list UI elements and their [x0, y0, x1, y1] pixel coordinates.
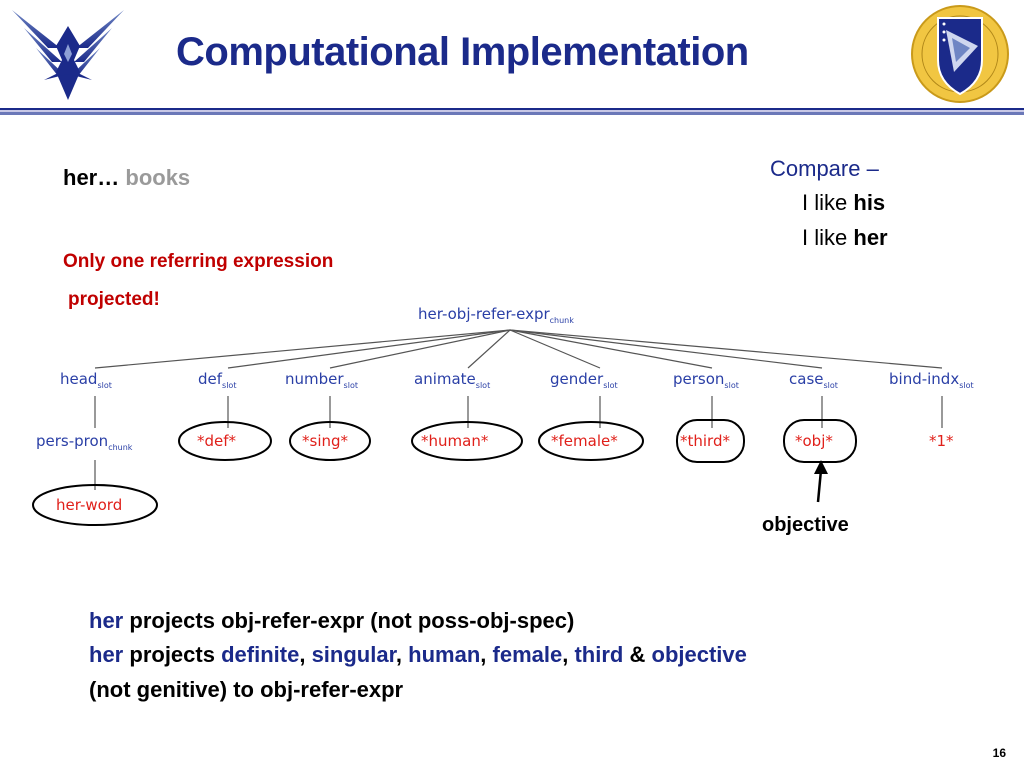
human-oval — [411, 421, 523, 461]
note-line-2: projected! — [68, 289, 160, 310]
slot-gender-label: gender — [550, 370, 604, 388]
her-word-oval — [32, 484, 158, 526]
bottom-line-2-third: third — [574, 642, 624, 667]
her-books-line: her… books — [63, 165, 190, 191]
tree-root-sub: chunk — [549, 316, 574, 325]
page-number: 16 — [992, 746, 1006, 760]
slot-number-label: number — [285, 370, 344, 388]
compare-line-1-bold: his — [853, 190, 886, 215]
value-def: *def* — [197, 432, 237, 450]
head-word: her-word — [56, 496, 123, 514]
compare-line-1: I like his — [802, 190, 885, 216]
slot-animate-label: animate — [414, 370, 476, 388]
head-chunk-label: pers-pron — [36, 432, 109, 450]
tree-edges — [94, 329, 943, 490]
note-line-1: Only one referring expression — [63, 251, 334, 272]
compare-line-1-prefix: I like — [802, 190, 848, 215]
slot-person-label: person — [673, 370, 725, 388]
compare-line-2-bold: her — [853, 225, 888, 250]
third-oval — [676, 419, 745, 463]
bottom-line-2-her: her — [89, 642, 124, 667]
objective-arrow — [814, 460, 828, 503]
slot-def-label: def — [198, 370, 223, 388]
bottom-line-1-her: her — [89, 608, 124, 633]
slot-person: personslot — [673, 370, 739, 390]
slot-number-sub: slot — [343, 381, 358, 390]
slot-number: numberslot — [285, 370, 358, 390]
bottom-line-2-amp: & — [629, 642, 646, 667]
afrl-logo — [908, 2, 1012, 106]
bottom-line-2-projects: projects — [129, 642, 215, 667]
slot-head-sub: slot — [97, 381, 112, 390]
slot-bind-indx-label: bind-indx — [889, 370, 960, 388]
slot-animate-sub: slot — [475, 381, 491, 390]
air-force-logo — [8, 4, 128, 104]
slot-case: caseslot — [789, 370, 838, 390]
bottom-line-1-rest: projects obj-refer-expr (not poss-obj-sp… — [129, 608, 575, 633]
slot-def: defslot — [198, 370, 236, 390]
bottom-line-2-female: female — [492, 642, 563, 667]
bottom-line-1: her projects obj-refer-expr (not poss-ob… — [89, 608, 574, 634]
air-force-wings-icon — [12, 10, 124, 100]
slot-gender: genderslot — [550, 370, 618, 390]
tree-root-label: her-obj-refer-expr — [418, 305, 550, 323]
bottom-line-2: her projects definite, singular, human, … — [89, 642, 747, 667]
bottom-line-2-singular: singular — [311, 642, 396, 667]
slot-animate: animateslot — [414, 370, 490, 390]
objective-annotation: objective — [762, 514, 849, 536]
compare-line-2: I like her — [802, 225, 888, 251]
head-chunk: pers-pronchunk — [36, 432, 132, 452]
slot-def-sub: slot — [222, 381, 237, 390]
compare-heading: Compare – — [770, 156, 879, 181]
value-sing: *sing* — [302, 432, 349, 450]
her-text: her… — [63, 165, 120, 190]
def-oval — [178, 421, 272, 461]
value-third: *third* — [680, 432, 730, 450]
slot-head-label: head — [60, 370, 98, 388]
female-oval — [538, 421, 644, 461]
sing-oval — [289, 421, 371, 461]
tree-root: her-obj-refer-exprchunk — [418, 305, 574, 325]
value-female: *female* — [551, 432, 618, 450]
bottom-line-3: (not genitive) to obj-refer-expr — [89, 677, 404, 702]
slide-title: Computational Implementation — [176, 30, 749, 74]
head-chunk-sub: chunk — [108, 443, 133, 452]
books-text: books — [125, 165, 191, 190]
compare-line-2-prefix: I like — [802, 225, 848, 250]
slot-case-label: case — [789, 370, 824, 388]
value-bind-indx: *1* — [929, 432, 954, 450]
bottom-line-2-human: human — [408, 642, 481, 667]
value-human: *human* — [421, 432, 489, 450]
title-divider — [0, 108, 1024, 115]
slot-person-sub: slot — [724, 381, 739, 390]
slot-bind-indx-sub: slot — [959, 381, 974, 390]
bottom-line-2-definite: definite — [221, 642, 300, 667]
slot-case-sub: slot — [823, 381, 838, 390]
afrl-crest-icon — [911, 5, 1009, 103]
bottom-line-2-objective: objective — [651, 642, 747, 667]
value-obj: *obj* — [795, 432, 833, 450]
slot-bind-indx: bind-indxslot — [889, 370, 974, 390]
slot-head: headslot — [60, 370, 112, 390]
slot-gender-sub: slot — [603, 381, 618, 390]
